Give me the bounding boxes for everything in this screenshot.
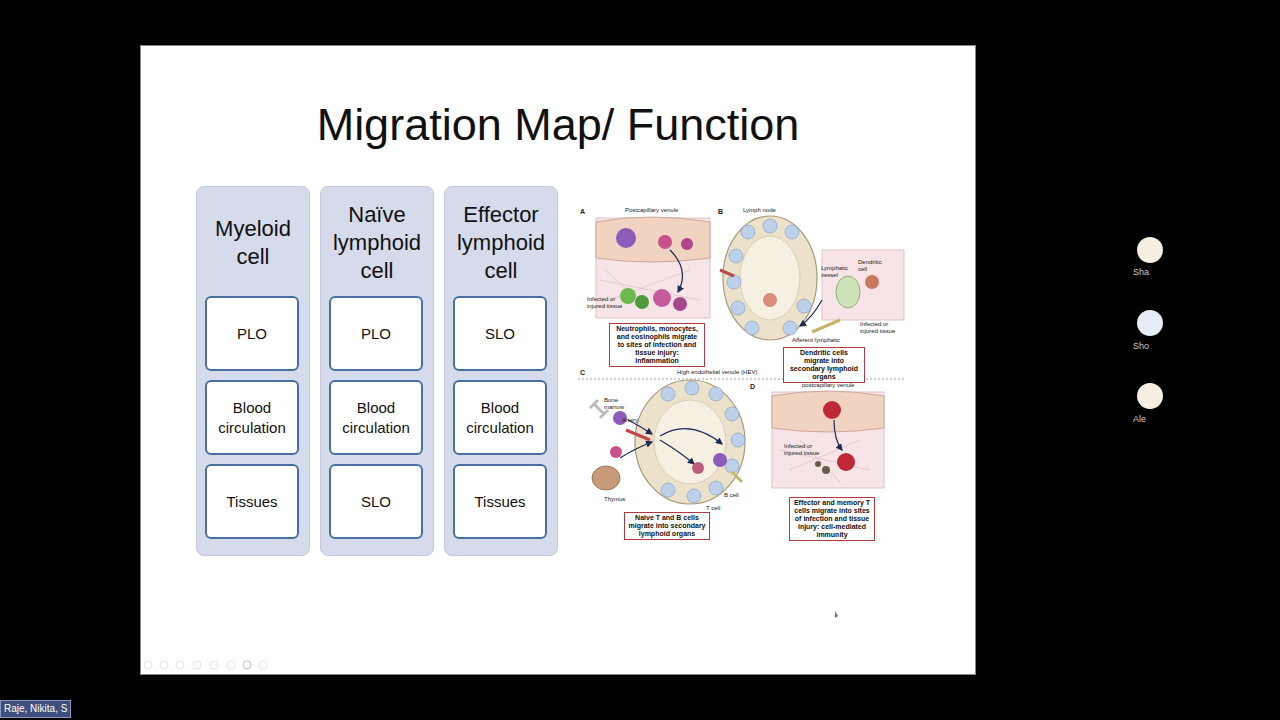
location-box: Blood circulation (329, 380, 423, 455)
cell-type-column: Myeloid cellPLO Blood circulationTissues (196, 186, 310, 556)
cell-type-column: Effector lymphoid cellSLO Blood circulati… (444, 186, 558, 556)
location-label: Blood circulation (207, 398, 297, 438)
cell-type-column: Naïve lymphoid cellPLO Blood circulationS… (320, 186, 434, 556)
illustration-label: Afferent lymphatic (792, 337, 840, 344)
panel-letter: C (580, 369, 585, 376)
participant-avatar (1137, 383, 1163, 409)
participant-avatar (1137, 310, 1163, 336)
location-box: PLO (205, 296, 299, 371)
location-label: Tissues (226, 492, 277, 512)
caption-text: Effector and memory T cells migrate into… (794, 499, 870, 538)
illustration-label: Bone marrow (604, 397, 630, 411)
column-heading: Effector lymphoid cell (447, 195, 555, 291)
caption-text: Dendritic cells migrate into secondary l… (790, 349, 858, 380)
panel-letter: A (580, 208, 585, 215)
illustration-label: Lymphatic vessel (821, 265, 849, 279)
illustration-label: High endothelial venule (HEV) (677, 369, 757, 376)
location-label: SLO (485, 324, 515, 344)
caption-box: Effector and memory T cells migrate into… (789, 497, 875, 541)
slide-title: Migration Map/ Function (140, 96, 976, 154)
illustration-label: Lymph node (743, 207, 776, 214)
speaker-tag: Raje, Nikita, S (0, 700, 71, 718)
illustration-label: Dendritic cell (858, 259, 886, 273)
panel-letter: B (718, 208, 723, 215)
illustration-label: Thymus (604, 496, 625, 503)
illustration-label: Artery (622, 417, 638, 424)
location-box: Tissues (205, 464, 299, 539)
illustration-label: T cell (706, 505, 720, 512)
location-label: Blood circulation (331, 398, 421, 438)
illustration-label: Infected or injured tissue (784, 443, 824, 457)
location-label: Tissues (474, 492, 525, 512)
location-box: Blood circulation (453, 380, 547, 455)
participant-name: Sho (1133, 343, 1149, 350)
location-label: PLO (361, 324, 391, 344)
illustration-label: Infected or injured tissue (860, 321, 906, 335)
column-heading: Naïve lymphoid cell (323, 195, 431, 291)
location-label: SLO (361, 492, 391, 512)
location-box: PLO (329, 296, 423, 371)
illustration-label: Postcapillary venule (625, 207, 678, 214)
illustration-label: Infected or injured tissue (587, 296, 623, 310)
caption-text: Neutrophils, monocytes, and eosinophils … (616, 325, 698, 364)
panel-letter: D (750, 383, 755, 390)
location-box: Tissues (453, 464, 547, 539)
participant-name: Ale (1133, 416, 1146, 423)
location-label: Blood circulation (455, 398, 545, 438)
caption-box: Neutrophils, monocytes, and eosinophils … (609, 323, 705, 367)
location-box: Blood circulation (205, 380, 299, 455)
caption-box: Naive T and B cells migrate into seconda… (624, 512, 710, 540)
illustration-label: postcapillary venule (802, 382, 855, 389)
column-heading: Myeloid cell (199, 195, 307, 291)
location-label: PLO (237, 324, 267, 344)
illustration-label: B cell (724, 492, 739, 499)
participant-name: Sha (1133, 269, 1149, 276)
caption-box: Dendritic cells migrate into secondary l… (783, 347, 865, 383)
participant-avatar (1137, 237, 1163, 263)
location-box: SLO (329, 464, 423, 539)
location-box: SLO (453, 296, 547, 371)
caption-text: Naive T and B cells migrate into seconda… (628, 514, 705, 537)
